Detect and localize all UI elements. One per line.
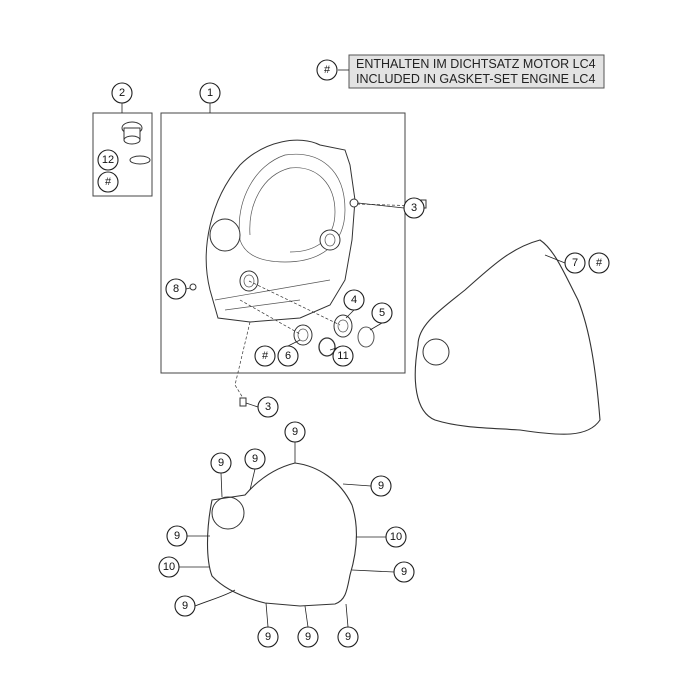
group-box-2 bbox=[92, 112, 153, 197]
callout-hash[interactable]: # bbox=[97, 171, 119, 193]
svg-text:9: 9 bbox=[265, 631, 271, 643]
legend-line-1: ENTHALTEN IM DICHTSATZ MOTOR LC4 bbox=[356, 57, 596, 71]
callout-hash[interactable]: # bbox=[254, 345, 276, 367]
group-box-1 bbox=[160, 112, 406, 374]
svg-text:9: 9 bbox=[292, 426, 298, 438]
callout-1[interactable]: 1 bbox=[199, 82, 221, 104]
svg-text:9: 9 bbox=[378, 480, 384, 492]
callout-9[interactable]: 9 bbox=[370, 475, 392, 497]
callout-9[interactable]: 9 bbox=[174, 595, 196, 617]
callout-9[interactable]: 9 bbox=[297, 626, 319, 648]
callout-11[interactable]: 11 bbox=[332, 345, 354, 367]
svg-text:10: 10 bbox=[163, 561, 175, 573]
svg-text:9: 9 bbox=[305, 631, 311, 643]
callout-12[interactable]: 12 bbox=[97, 149, 119, 171]
svg-text:10: 10 bbox=[390, 531, 402, 543]
callout-9[interactable]: 9 bbox=[244, 448, 266, 470]
plug-8 bbox=[189, 283, 197, 291]
callout-5[interactable]: 5 bbox=[371, 302, 393, 324]
clutch-cover-gasket bbox=[207, 462, 357, 607]
callout-10[interactable]: 10 bbox=[158, 556, 180, 578]
legend-symbol-callout: # bbox=[316, 59, 338, 81]
o-ring-12 bbox=[129, 155, 151, 165]
legend: # ENTHALTEN IM DICHTSATZ MOTOR LC4 INCLU… bbox=[316, 54, 605, 89]
svg-text:1: 1 bbox=[207, 87, 213, 99]
callout-3[interactable]: 3 bbox=[403, 197, 425, 219]
svg-text:3: 3 bbox=[411, 202, 417, 214]
svg-text:7: 7 bbox=[572, 257, 578, 269]
clutch-cover bbox=[205, 139, 359, 323]
circlip-11 bbox=[318, 337, 336, 357]
svg-text:#: # bbox=[262, 350, 269, 362]
gasket-7 bbox=[414, 239, 601, 435]
svg-text:9: 9 bbox=[182, 600, 188, 612]
callout-9[interactable]: 9 bbox=[210, 452, 232, 474]
callout-9[interactable]: 9 bbox=[393, 561, 415, 583]
callout-9[interactable]: 9 bbox=[284, 421, 306, 443]
svg-text:3: 3 bbox=[265, 401, 271, 413]
callout-9[interactable]: 9 bbox=[337, 626, 359, 648]
svg-text:#: # bbox=[105, 176, 112, 188]
svg-text:9: 9 bbox=[174, 530, 180, 542]
callout-10[interactable]: 10 bbox=[385, 526, 407, 548]
svg-text:#: # bbox=[324, 64, 331, 76]
callout-hash[interactable]: # bbox=[588, 252, 610, 274]
callout-7[interactable]: 7 bbox=[564, 252, 586, 274]
svg-text:5: 5 bbox=[379, 307, 385, 319]
svg-text:9: 9 bbox=[345, 631, 351, 643]
shaft-seal-4 bbox=[333, 314, 353, 338]
callout-2[interactable]: 2 bbox=[111, 82, 133, 104]
callout-4[interactable]: 4 bbox=[343, 289, 365, 311]
legend-box bbox=[348, 54, 605, 89]
svg-text:6: 6 bbox=[285, 350, 291, 362]
svg-text:#: # bbox=[596, 257, 603, 269]
callout-9[interactable]: 9 bbox=[166, 525, 188, 547]
callout-9[interactable]: 9 bbox=[257, 626, 279, 648]
oil-filler-plug bbox=[121, 121, 151, 165]
callout-3[interactable]: 3 bbox=[257, 396, 279, 418]
callout-6[interactable]: 6 bbox=[277, 345, 299, 367]
shaft-seal-6 bbox=[293, 324, 313, 346]
svg-text:8: 8 bbox=[173, 283, 179, 295]
svg-text:11: 11 bbox=[337, 350, 348, 362]
svg-text:9: 9 bbox=[252, 453, 258, 465]
svg-text:4: 4 bbox=[351, 294, 357, 306]
o-ring-5 bbox=[357, 326, 375, 348]
svg-text:12: 12 bbox=[102, 154, 114, 166]
svg-text:9: 9 bbox=[218, 457, 224, 469]
screw-3b bbox=[239, 397, 247, 407]
legend-line-2: INCLUDED IN GASKET-SET ENGINE LC4 bbox=[356, 72, 595, 86]
callouts: 2 1 12 # 3 7 # 8 4 5 # 6 11 3 9 9 9 9 9 … bbox=[97, 82, 610, 648]
svg-text:2: 2 bbox=[119, 87, 125, 99]
svg-text:9: 9 bbox=[401, 566, 407, 578]
callout-8[interactable]: 8 bbox=[165, 278, 187, 300]
